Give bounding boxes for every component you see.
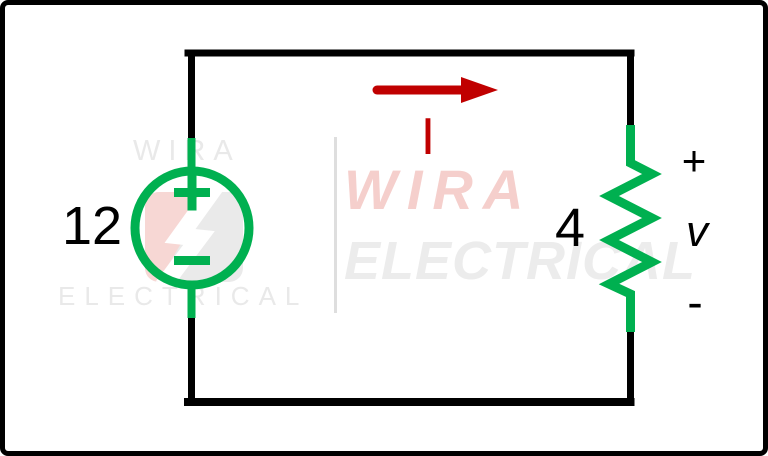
watermark-brand-large-gray: ELECTRICAL bbox=[344, 231, 696, 291]
source-plus-icon bbox=[174, 174, 210, 211]
watermark-brand-small: WIRA bbox=[133, 135, 241, 167]
voltage-plus-label: + bbox=[681, 137, 707, 184]
current-label: I bbox=[420, 108, 436, 166]
voltage-source-circle bbox=[130, 166, 254, 290]
watermark-divider-line bbox=[334, 137, 337, 313]
current-arrow-icon bbox=[372, 77, 498, 103]
voltage-source-symbol bbox=[130, 138, 254, 318]
watermark-brand-large-red: WIRA bbox=[344, 158, 534, 221]
source-value-label: 12 bbox=[61, 196, 123, 256]
source-minus-icon bbox=[174, 256, 210, 265]
resistor-value-label: 4 bbox=[554, 198, 586, 258]
voltage-minus-label: - bbox=[687, 276, 703, 328]
voltage-label: v bbox=[686, 207, 708, 256]
resistor-zigzag bbox=[598, 125, 662, 332]
